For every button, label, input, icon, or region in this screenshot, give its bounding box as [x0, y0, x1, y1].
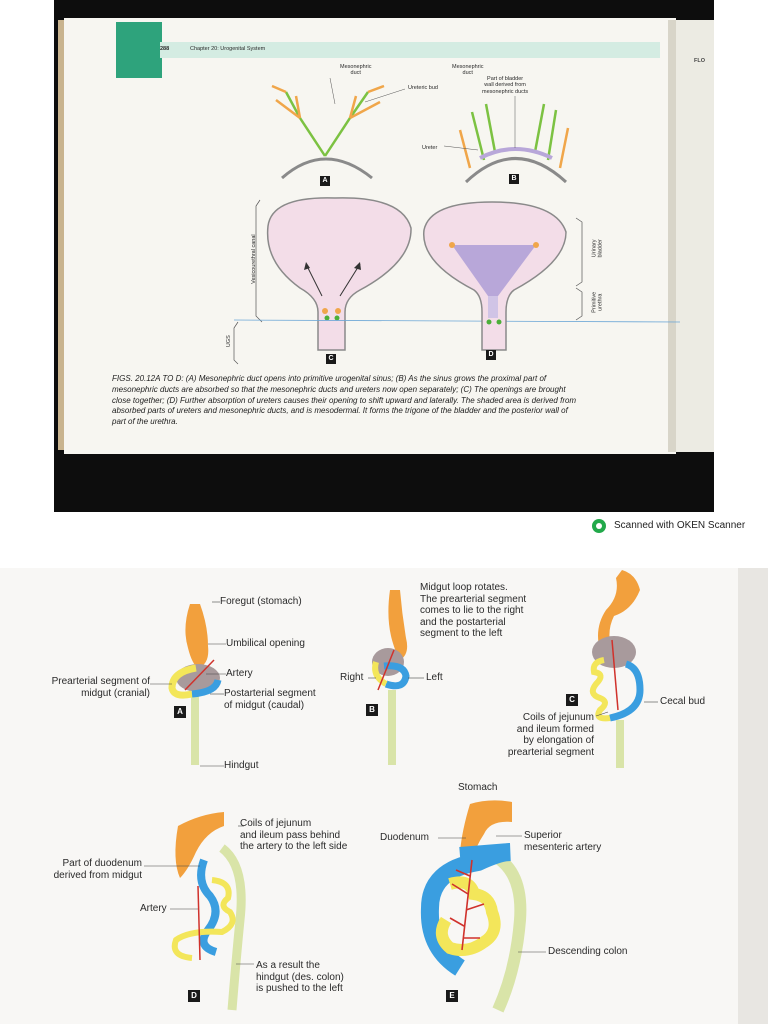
foregut-a [185, 604, 209, 668]
teal-tab [116, 22, 162, 78]
duct-b-right [546, 109, 558, 161]
figure-caption: FIGS. 20.12A TO D: (A) Mesonephric duct … [112, 374, 704, 428]
label-duodenum: Duodenum [380, 832, 429, 843]
label-ureteric-bud: Ureteric bud [408, 85, 438, 91]
coils-c [589, 657, 611, 722]
label-coils-pass-behind: Coils of jejunum and ileum pass behind t… [240, 818, 348, 852]
coils-d [171, 877, 236, 961]
label-foregut: Foregut (stomach) [220, 596, 302, 607]
bud-b-left [458, 129, 472, 169]
badge-d-bottom: D [188, 990, 200, 1002]
foregut-d [175, 812, 224, 878]
page-number: 288 [160, 46, 170, 52]
label-postarterial: Postarterial segment of midgut (caudal) [224, 688, 316, 711]
chapter-title: Chapter 20: Urogenital System [190, 46, 266, 52]
postarterial-c [609, 660, 644, 722]
header-band [160, 42, 660, 58]
caption-line: FIGS. 20.12A TO D: (A) Mesonephric duct … [112, 374, 547, 383]
badge-b-bottom: B [366, 704, 378, 716]
label-right: Right [340, 672, 364, 683]
duct-b-left [470, 111, 486, 161]
label-umbilical-opening: Umbilical opening [226, 638, 305, 649]
postarterial-a [191, 679, 222, 698]
label-descending-colon: Descending colon [548, 946, 628, 957]
label-artery-d: Artery [140, 903, 167, 914]
label-midgut-rotates: Midgut loop rotates. The prearterial seg… [420, 582, 527, 639]
bud-a-right [348, 84, 385, 120]
label-coils-formed: Coils of jejunum and ileum formed by elo… [507, 712, 594, 758]
sinus-outline-b [464, 157, 568, 184]
label-mesonephric-duct-a: Mesonephric duct [340, 64, 372, 77]
urogenital-figure [233, 77, 681, 365]
bud-b-right [558, 127, 570, 169]
label-artery-a: Artery [226, 668, 253, 679]
label-ureter: Ureter [422, 145, 438, 151]
duodenum-d [197, 858, 220, 956]
next-page-text: FLO [694, 58, 705, 64]
badge-e-bottom: E [446, 990, 458, 1002]
hindgut-d [219, 844, 246, 1011]
trigone-strip-b [479, 147, 553, 160]
foregut-c [598, 570, 640, 650]
duodenum-e [420, 843, 511, 976]
label-bladder-wall: Part of bladder wall derived from mesone… [482, 76, 529, 95]
badge-a-bottom: A [174, 706, 186, 718]
badge-a-top: A [320, 176, 330, 186]
prearterial-a [168, 664, 197, 699]
label-duodenum-part: Part of duodenum derived from midgut [53, 858, 142, 881]
ureter-b-left [484, 103, 497, 153]
sma-e [449, 859, 485, 951]
bladder-c [266, 197, 412, 351]
scanner-logo-icon [592, 519, 606, 533]
label-hindgut: Hindgut [224, 760, 259, 771]
trigone-d [452, 245, 536, 296]
caption-line: part of the urethra. [112, 417, 178, 427]
book-gutter [668, 20, 676, 452]
label-left: Left [426, 672, 443, 683]
label-sma: Superior mesenteric artery [524, 830, 602, 853]
caption-line: absorbed parts of ureters and mesonephri… [112, 406, 568, 416]
scanner-watermark: Scanned with OKEN Scanner [614, 520, 746, 531]
bud-a-left [271, 84, 302, 119]
caption-line: close together; (D) Further absorption o… [112, 395, 577, 405]
page-bottom-edge [738, 568, 768, 1024]
arrow-c-right [339, 263, 361, 297]
label-prearterial: Prearterial segment of midgut (cranial) [51, 676, 150, 699]
coils-e [435, 876, 501, 956]
label-stomach: Stomach [458, 782, 498, 793]
foregut-b [388, 590, 408, 660]
sinus-outline-a [281, 157, 373, 180]
stomach-e [460, 800, 512, 856]
descending-colon-e [483, 846, 527, 1013]
label-mesonephric-duct-b: Mesonephric duct [452, 64, 484, 77]
badge-d-top: D [486, 350, 496, 360]
badge-b-top: B [509, 174, 519, 184]
arrow-c-left [305, 263, 323, 297]
label-hindgut-pushed: As a result the hindgut (des. colon) is … [256, 960, 344, 994]
book-next-page [674, 20, 714, 452]
badge-c-top: C [326, 354, 336, 364]
loop-b [383, 662, 410, 690]
caption-line: mesonephric ducts are absorbed so that t… [112, 384, 566, 394]
badge-c-bottom: C [566, 694, 578, 706]
ureter-b-right [533, 103, 546, 153]
label-cecal-bud: Cecal bud [660, 696, 706, 707]
